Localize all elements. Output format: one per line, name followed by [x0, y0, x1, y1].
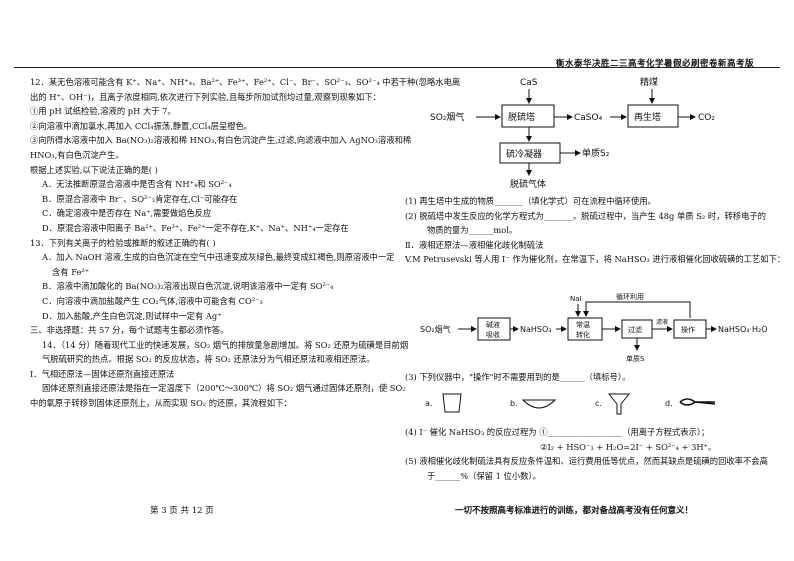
co2-label: CO₂ [698, 113, 715, 123]
q14-part1-text: 固体还原剂直接还原法是指在一定温度下（200℃～300℃）将 SO₂ 烟气通过固… [42, 383, 406, 394]
option-c-label: c. [595, 399, 602, 408]
s2-label: 单质S₂ [582, 147, 610, 159]
q13-option-a-cont: 含有 Fe²⁺ [52, 266, 90, 277]
desulfurization-tower [501, 104, 555, 128]
q12-option-a: A．无法推断原混合溶液中是否含有 NH⁺₄和 SO²⁻₄ [42, 179, 232, 190]
absorb-label-2: 吸收 [486, 330, 500, 339]
q12-line: 出的 H⁺、OH⁻)，且离子浓度相同,依次进行下列实验,且每步所加试剂均过量,观… [30, 91, 381, 102]
option-b-label: b. [510, 399, 518, 408]
q12-option-b: B．原混合溶液中 Br⁻、SO²⁻₃肯定存在,Cl⁻可能存在 [42, 193, 238, 204]
q14-stem: 气脱硫研究的热点。根据 SO₂ 的反应状态，将 SO₂ 还原法分为气相还原法和液… [42, 354, 375, 365]
liquid-phase-flowchart: SO₂烟气 碱液 吸收 NaHSO₃ NaI 常温 转化 循环利用 过滤 滤液 … [420, 292, 768, 363]
q13-option-a: A．加入 NaOH 溶液,生成的白色沉淀在空气中迅速变成灰绿色,最终变成红褐色,… [42, 252, 395, 263]
funnel-icon [607, 393, 631, 415]
conv-label-1: 常温 [576, 320, 590, 329]
footer-motto: 一切不按照高考标准进行的训练，都对备战高考没有任何意义！ [455, 506, 694, 516]
q12-option-d: D．原混合溶液中阳离子 Ba²⁺、Fe³⁺、Fe²⁺一定不存在,K⁺、Na⁺、N… [42, 222, 349, 233]
q12-option-c: C．确定溶液中是否存在 Na⁺,需要做焰色反应 [42, 208, 212, 219]
q13-option-b: B．溶液中滴加酸化的 Ba(NO₃)₂溶液出现白色沉淀,说明该溶液中一定有 SO… [42, 281, 334, 292]
gas-label: 脱硫气体 [510, 178, 546, 190]
coal-label: 精煤 [640, 76, 658, 88]
cycle-label: 循环利用 [616, 292, 644, 301]
q13-option-d: D．加入盐酸,产生白色沉淀,则试样中一定有 Ag⁺ [42, 310, 222, 321]
op-label: 操作 [681, 325, 695, 334]
prod-label: NaHSO₄·H₂O [718, 325, 768, 334]
evaporating-dish-icon [521, 399, 557, 409]
page-number: 第 3 页 共 12 页 [150, 506, 214, 516]
so2-label: SO₂烟气 [430, 111, 464, 123]
q14-sub1: (1) 再生塔中生成的物质_______（填化学式）可在流程中循环使用。 [405, 196, 656, 206]
s-label: 单质S [626, 354, 645, 363]
section-heading: 三、非选择题：共 57 分，每个试题考生都必须作答。 [30, 325, 229, 336]
filtrate-label: 滤液 [656, 318, 668, 326]
q12-line: ①用 pH 试纸检验,溶液的 pH 大于 7。 [30, 106, 176, 117]
q12-line: HNO₃,有白色沉淀产生。 [30, 149, 124, 160]
so2-label: SO₂烟气 [420, 324, 451, 334]
q13-option-c: C．向溶液中滴加盐酸产生 CO₂气体,溶液中可能含有 CO²⁻₃ [42, 295, 263, 306]
q12-line: ②向溶液中滴加氯水,再加入 CCl₄振荡,静置,CCl₄层呈橙色。 [30, 120, 253, 131]
q14-sub2-cont: 物质的量为______mol。 [427, 225, 518, 236]
q14-sub5: (5) 液相催化歧化制硫法具有反应条件温和、运行费用低等优点，然而其缺点是硫磺的… [405, 456, 768, 467]
beaker-icon [442, 393, 462, 413]
q14-part1-heading: Ⅰ．气相还原法—固体还原剂直接还原法 [30, 368, 175, 379]
right-column-a: (1) 再生塔中生成的物质_______（填化学式）可在流程中循环使用。 (2)… [405, 194, 786, 267]
page-header: 衡水泰华决胜二三高考化学暑假必刷密卷新高考版 [555, 59, 754, 69]
q14-sub2: (2) 脱硫塔中发生反应的化学方程式为_______。脱硫过程中，当产生 48g… [405, 210, 766, 221]
nahso3-label: NaHSO₃ [520, 325, 551, 334]
regeneration-tower [627, 104, 679, 128]
left-column: 12．某无色溶液可能含有 K⁺、Na⁺、NH⁺₄、Ba²⁺、Fe³⁺、Fe²⁺、… [30, 75, 461, 411]
q14-sub4: (4) I⁻ 催化 NaHSO₃ 的反应过程为 ①_______________… [405, 427, 710, 437]
header-rule [14, 67, 780, 68]
q14-sub3: (3) 下列仪器中，"操作"时不需要用到的是______（填标号）。 [405, 372, 631, 382]
q14-part1-text: 中的氧原子转移到固体还原剂上，从而实现 SO₂ 的还原，其流程如下： [30, 398, 292, 409]
nai-label: NaI [570, 295, 582, 303]
q12-line: ③向所得水溶液中加入 Ba(NO₃)₂溶液和稀 HNO₃,有白色沉淀产生,过滤,… [30, 135, 412, 146]
desulfurization-flowchart: CaS 精煤 SO₂烟气 脱硫塔 CaSO₄ 再生塔 CO₂ 硫冷凝器 单质S₂… [430, 76, 715, 190]
conv-label-2: 转化 [576, 330, 590, 339]
instrument-options: a. b. c. d. [425, 393, 716, 415]
q13-stem: 13．下列有关离子的检验或推断的叙述正确的有( ) [30, 237, 216, 248]
cas-label: CaS [520, 78, 538, 88]
desulf-label: 脱硫塔 [508, 111, 535, 123]
q14-sub4-eq2: ②I₂ + HSO⁻₃ + H₂O=2I⁻ + SO²⁻₄ + 3H⁺。 [540, 441, 717, 452]
right-column-c: (4) I⁻ 催化 NaHSO₃ 的反应过程为 ①_______________… [405, 425, 777, 483]
q12-line: 12．某无色溶液可能含有 K⁺、Na⁺、NH⁺₄、Ba²⁺、Fe³⁺、Fe²⁺、… [30, 77, 461, 87]
filter-label: 过滤 [628, 325, 642, 334]
crucible-tongs-icon [679, 398, 716, 406]
caso4-label: CaSO₄ [574, 113, 603, 123]
q14-sub5-cont: 于______%（保留 1 位小数）。 [427, 470, 541, 481]
option-a-label: a. [425, 399, 432, 408]
q14-stem: 14．（14 分）随着现代工业的快速发展，SO₂ 烟气的排放量急剧增加。将 SO… [42, 339, 409, 350]
q14-part2-text: V.M Petrusevski 等人用 I⁻ 作为催化剂，在常温下，将 NaHS… [405, 254, 786, 265]
absorb-label-1: 碱液 [486, 320, 500, 329]
q14-part2-heading: Ⅱ．液相还原法—液相催化歧化制硫法 [405, 239, 544, 250]
regen-label: 再生塔 [634, 111, 661, 123]
option-d-label: d. [665, 399, 673, 408]
q12-line: 根据上述实验,以下说法正确的是( ) [30, 164, 158, 175]
right-column-b: (3) 下列仪器中，"操作"时不需要用到的是______（填标号）。 [405, 370, 777, 385]
cond-label: 硫冷凝器 [506, 148, 542, 160]
